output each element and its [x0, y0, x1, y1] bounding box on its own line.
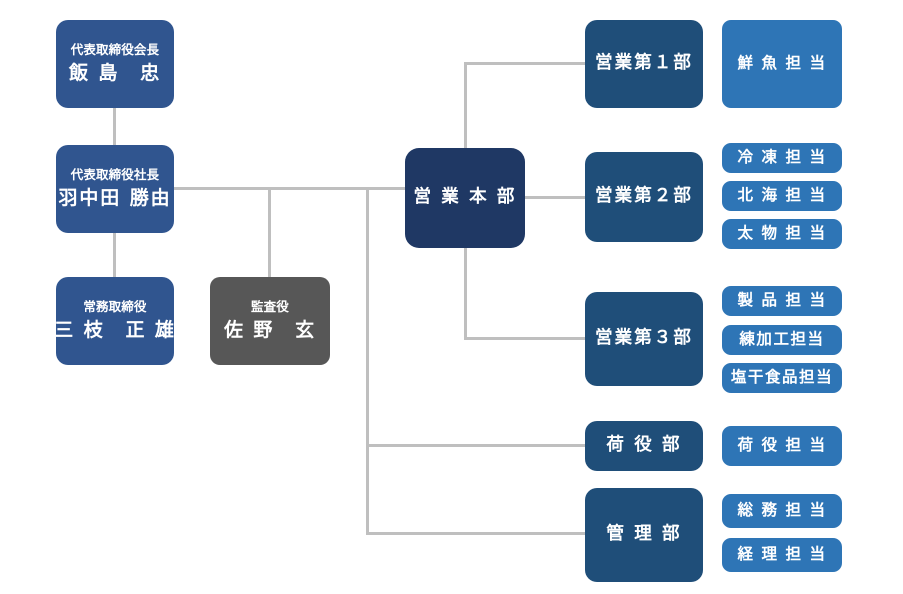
node-auditor[interactable]: 監査役 佐 野 玄 — [210, 277, 330, 365]
node-team-general-affairs[interactable]: 総 務 担 当 — [722, 494, 842, 528]
connector-trunk-admin — [366, 532, 587, 535]
sales-dept-1-label: 営業第１部 — [595, 53, 693, 74]
node-team-products[interactable]: 製 品 担 当 — [722, 286, 842, 316]
connector-main-trunk — [366, 188, 369, 535]
node-sales-dept-1[interactable]: 営業第１部 — [585, 20, 703, 108]
node-team-frozen[interactable]: 冷 凍 担 当 — [722, 143, 842, 173]
team-frozen-label: 冷 凍 担 当 — [737, 148, 827, 167]
team-processed-label: 練加工担当 — [739, 330, 825, 349]
connector-trunk-cargo — [366, 444, 587, 447]
node-team-dried-salted[interactable]: 塩干食品担当 — [722, 363, 842, 393]
node-president[interactable]: 代表取締役社長 羽中田 勝由 — [56, 145, 174, 233]
managing-director-person: 三 枝 正 雄 — [54, 319, 176, 342]
connector-hq-sales3 — [464, 337, 587, 340]
team-fresh-fish-label: 鮮 魚 担 当 — [737, 54, 827, 73]
node-team-futomono[interactable]: 太 物 担 当 — [722, 219, 842, 249]
president-role: 代表取締役社長 — [70, 166, 160, 182]
node-chairman[interactable]: 代表取締役会長 飯 島 忠 — [56, 20, 174, 108]
administration-dept-label: 管 理 部 — [606, 524, 682, 545]
node-sales-dept-3[interactable]: 営業第３部 — [585, 292, 703, 386]
team-accounting-label: 経 理 担 当 — [737, 545, 827, 564]
connector-chairman-president — [113, 106, 116, 147]
node-team-cargo-handling[interactable]: 荷 役 担 当 — [722, 426, 842, 466]
cargo-handling-dept-label: 荷 役 部 — [606, 435, 682, 456]
node-administration-dept[interactable]: 管 理 部 — [585, 488, 703, 582]
connector-president-spine — [172, 187, 407, 190]
node-cargo-handling-dept[interactable]: 荷 役 部 — [585, 421, 703, 471]
managing-director-role: 常務取締役 — [83, 298, 147, 314]
team-futomono-label: 太 物 担 当 — [737, 224, 827, 243]
node-sales-headquarters[interactable]: 営 業 本 部 — [405, 148, 525, 248]
team-dried-salted-label: 塩干食品担当 — [730, 368, 834, 387]
node-team-fresh-fish[interactable]: 鮮 魚 担 当 — [722, 20, 842, 108]
connector-hq-sales1 — [464, 62, 587, 65]
president-person: 羽中田 勝由 — [58, 187, 172, 210]
node-managing-director[interactable]: 常務取締役 三 枝 正 雄 — [54, 277, 176, 365]
chairman-role: 代表取締役会長 — [70, 41, 160, 57]
node-team-accounting[interactable]: 経 理 担 当 — [722, 538, 842, 572]
team-general-affairs-label: 総 務 担 当 — [737, 501, 827, 520]
sales-headquarters-label: 営 業 本 部 — [413, 187, 517, 208]
connector-hq-sales2 — [523, 196, 587, 199]
node-team-processed[interactable]: 練加工担当 — [722, 325, 842, 355]
auditor-person: 佐 野 玄 — [223, 319, 317, 342]
node-team-hokkai[interactable]: 北 海 担 当 — [722, 181, 842, 211]
team-hokkai-label: 北 海 担 当 — [737, 186, 827, 205]
team-cargo-handling-label: 荷 役 担 当 — [737, 436, 827, 455]
connector-president-managing — [113, 231, 116, 279]
connector-spine-auditor — [268, 188, 271, 279]
auditor-role: 監査役 — [251, 298, 289, 314]
sales-dept-2-label: 営業第２部 — [595, 186, 693, 207]
node-sales-dept-2[interactable]: 営業第２部 — [585, 152, 703, 242]
sales-dept-3-label: 営業第３部 — [595, 328, 693, 349]
team-products-label: 製 品 担 当 — [737, 291, 827, 310]
chairman-person: 飯 島 忠 — [68, 62, 162, 85]
